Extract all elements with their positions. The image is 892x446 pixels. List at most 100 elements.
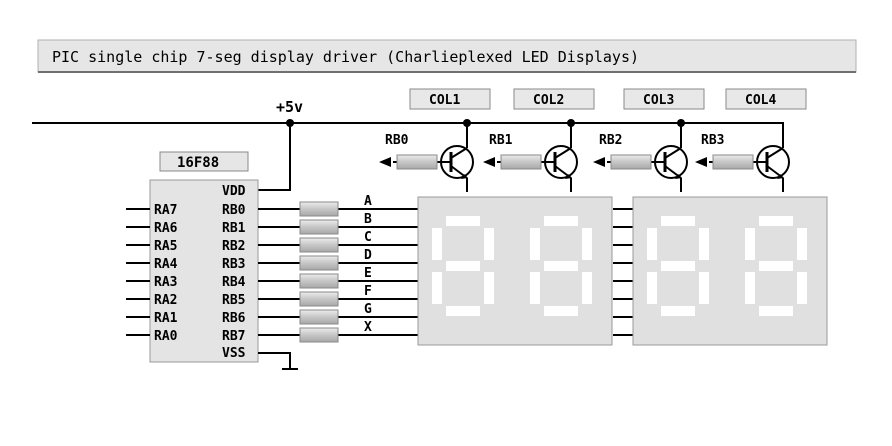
display-panel [632,196,828,346]
left-arrow-icon [695,157,707,167]
display-segment [759,216,793,226]
display-segment [661,261,695,271]
supply-rail: +5v [32,98,784,191]
vss-wire [258,352,291,368]
pin-vss: VSS [222,346,246,361]
left-arrow-icon [593,157,605,167]
column-driver-pin: RB0 [385,133,409,148]
segment-resistor [299,237,339,253]
base-resistor [610,154,652,170]
chip-name: 16F88 [177,155,219,171]
segment-resistor [299,201,339,217]
column-label-box [513,88,595,110]
display-segment [745,228,755,260]
display-segment [797,228,807,260]
column-label-box [623,88,705,110]
display-segment [446,261,480,271]
rail-junction [677,119,685,127]
rb-pin-label: RB7 [222,329,245,344]
display-segment [484,228,494,260]
display-segment [530,272,540,304]
ra-pin-label: RA5 [154,239,177,254]
display-segment [661,216,695,226]
column-label: COL1 [429,93,460,108]
display-segment [759,261,793,271]
column-driver-pin: RB3 [701,133,724,148]
base-resistor [396,154,438,170]
ra-pin-label: RA2 [154,293,177,308]
transistor-collector [450,147,468,159]
diagram-title: PIC single chip 7-seg display driver (Ch… [52,48,639,66]
supply-label: +5v [276,98,303,116]
display-segment [446,216,480,226]
segment-resistor [299,219,339,235]
display-segment [759,306,793,316]
segment-label: C [364,230,372,245]
segment-label: X [364,320,372,335]
display-segment [745,272,755,304]
base-resistor [712,154,754,170]
display-segment [797,272,807,304]
rail-junction [463,119,471,127]
segment-label: E [364,266,372,281]
display-panels [417,196,828,346]
rb-pin-label: RB3 [222,257,245,272]
segment-label: G [364,302,372,317]
chip-name-box [159,151,249,172]
column-label-box [725,88,807,110]
transistor-collector [766,147,784,159]
display-segment [446,306,480,316]
rb-pin-label: RB5 [222,293,245,308]
display-segment [582,228,592,260]
emitter-arrow-icon [777,174,784,179]
rb-pin-label: RB0 [222,203,246,218]
segment-label: F [364,284,372,299]
display-panel [417,196,613,346]
display-segment [582,272,592,304]
chip-body [149,179,259,363]
transistor-collector [664,147,682,159]
rb-pin-label: RB6 [222,311,246,326]
segment-label: D [364,248,372,263]
column-label: COL2 [533,93,564,108]
segment-resistor [299,291,339,307]
segment-resistor [299,327,339,343]
left-arrow-icon [379,157,391,167]
segment-resistor [299,255,339,271]
display-segment [647,272,657,304]
column-driver-pin: RB2 [599,133,622,148]
display-segment [484,272,494,304]
segment-label: B [364,212,372,227]
column-label-box [409,88,491,110]
display-segment [530,228,540,260]
column-label: COL4 [745,93,776,108]
display-segment [699,272,709,304]
display-segment [432,272,442,304]
column-driver-pin: RB1 [489,133,513,148]
rb-pin-label: RB4 [222,275,246,290]
ra-pin-label: RA0 [154,329,178,344]
ra-pin-label: RA4 [154,257,178,272]
emitter-arrow-icon [675,174,682,179]
ra-pin-label: RA3 [154,275,177,290]
display-segment [544,216,578,226]
pin-vdd: VDD [222,184,246,199]
segment-resistor [299,273,339,289]
ra-pin-label: RA7 [154,203,177,218]
segment-resistor [299,309,339,325]
display-segment [699,228,709,260]
ra-pin-label: RA1 [154,311,178,326]
rb-pin-label: RB2 [222,239,245,254]
display-segment [544,306,578,316]
vdd-wire [258,123,291,191]
column-label: COL3 [643,93,674,108]
rb-pin-label: RB1 [222,221,246,236]
